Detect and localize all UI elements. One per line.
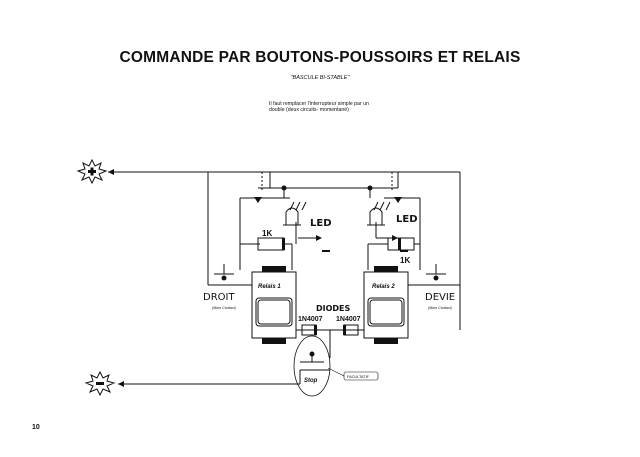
facultatif-label: FACULTATIF — [347, 375, 370, 379]
led-right-icon — [369, 207, 383, 226]
positive-terminal-icon — [76, 158, 108, 185]
switch-left-label: DROIT — [203, 292, 235, 303]
relay-right-label: Relais 2 — [372, 284, 395, 290]
momentary-left-label: (Mom Contact) — [212, 306, 236, 310]
led-left-label: LED — [310, 218, 332, 229]
page-subtitle: "BASCULE BI-STABLE" — [290, 75, 350, 81]
page-number: 10 — [32, 424, 40, 431]
instruction-note-line-2: double (deux circuits- momentané) — [269, 107, 349, 113]
instruction-note: Il faut remplacer l'interrupteur simple … — [269, 101, 419, 113]
resistor-left-label: 1K — [262, 229, 272, 238]
diodes-label: DIODES — [316, 304, 351, 313]
page-title: COMMANDE PAR BOUTONS-POUSSOIRS ET RELAIS — [119, 49, 521, 66]
switch-right-label: DEVIE — [425, 292, 455, 303]
led-left-icon — [285, 207, 299, 226]
diode-left-label: 1N4007 — [298, 316, 323, 323]
led-right-label: LED — [396, 214, 418, 225]
relay-left-body — [251, 271, 297, 339]
resistor-right-label: 1K — [400, 256, 410, 265]
relay-left-label: Relais 1 — [258, 284, 281, 290]
relay-right-body — [363, 271, 409, 339]
instruction-note-line-1: Il faut remplacer l'interrupteur simple … — [269, 101, 369, 107]
negative-terminal-icon — [84, 370, 116, 397]
diode-right-label: 1N4007 — [336, 316, 361, 323]
momentary-right-label: (Mom Contact) — [428, 306, 452, 310]
stop-switch-label: Stop — [304, 378, 318, 384]
